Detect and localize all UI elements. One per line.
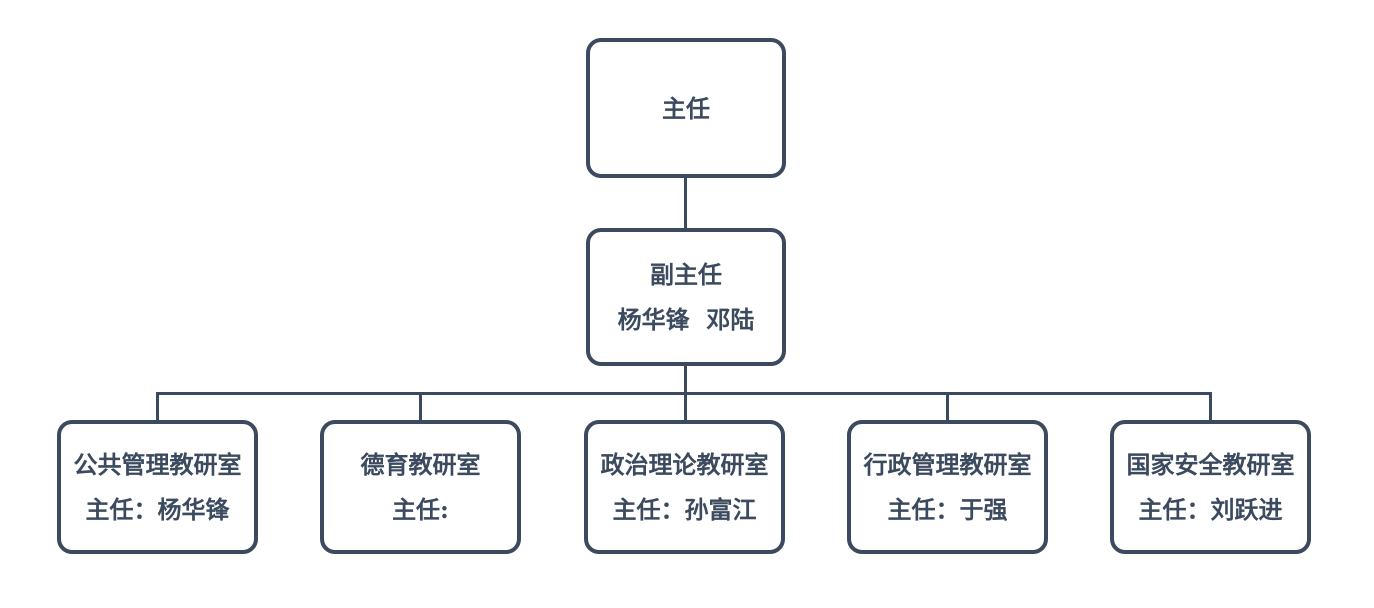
org-node-deputy-director[interactable]: 副主任 杨华锋 邓陆 [586,228,786,366]
connector-deputy-rail [684,364,687,395]
connector-drop-admin-management [946,392,949,422]
node-title: 国家安全教研室 [1126,450,1295,479]
node-title: 副主任 [650,260,722,289]
org-node-director[interactable]: 主任 [586,38,786,178]
node-title: 公共管理教研室 [73,450,242,479]
connector-drop-political-theory [684,392,687,422]
node-person: 主任：刘跃进 [1138,495,1283,524]
node-person: 杨华锋 邓陆 [617,305,755,334]
node-person: 主任：于强 [887,495,1008,524]
node-title: 行政管理教研室 [863,450,1032,479]
org-node-dept-public-admin[interactable]: 公共管理教研室 主任：杨华锋 [57,420,258,554]
node-person: 主任：杨华锋 [85,495,230,524]
connector-drop-public-admin [156,392,159,422]
org-node-dept-political-theory[interactable]: 政治理论教研室 主任：孙富江 [584,420,785,554]
org-node-dept-national-security[interactable]: 国家安全教研室 主任：刘跃进 [1110,420,1311,554]
node-title: 德育教研室 [360,450,481,479]
node-person: 主任: [392,495,449,524]
node-title: 政治理论教研室 [600,450,769,479]
org-node-dept-admin-management[interactable]: 行政管理教研室 主任：于强 [847,420,1048,554]
node-person: 主任：孙富江 [612,495,757,524]
org-node-dept-moral-education[interactable]: 德育教研室 主任: [320,420,521,554]
connector-drop-moral-education [419,392,422,422]
connector-drop-national-security [1209,392,1212,422]
node-title: 主任 [662,93,710,123]
connector-director-deputy [684,176,687,230]
